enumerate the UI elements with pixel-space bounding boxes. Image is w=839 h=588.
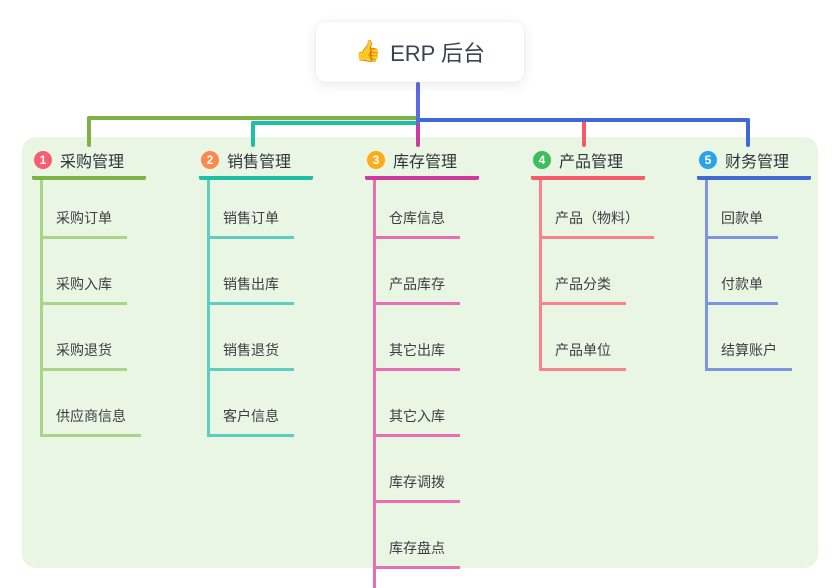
branch: 3 库存管理 仓库信息 产品库存 其它出库 其它入库 库存调拨 库存盘点 出库库… xyxy=(365,148,479,588)
child-node[interactable]: 销售退货 xyxy=(210,305,294,371)
branch-children: 仓库信息 产品库存 其它出库 其它入库 库存调拨 库存盘点 出库库明细 xyxy=(373,180,474,588)
branch-badge: 4 xyxy=(533,151,551,169)
branches-panel xyxy=(22,137,818,568)
child-label: 客户信息 xyxy=(223,408,279,424)
child-label: 销售退货 xyxy=(223,342,279,358)
child-label: 其它出库 xyxy=(389,342,445,358)
child-node[interactable]: 出库库明细 xyxy=(376,569,474,588)
branch-title-label: 库存管理 xyxy=(393,154,458,171)
child-node[interactable]: 库存盘点 xyxy=(376,503,460,569)
child-label: 采购入库 xyxy=(56,276,112,292)
child-label: 销售出库 xyxy=(223,276,279,292)
thumbs-up-icon: 👍 xyxy=(354,40,382,63)
branch-title[interactable]: 1 采购管理 xyxy=(32,148,146,180)
branch-children: 产品（物料） 产品分类 产品单位 xyxy=(539,180,654,371)
connector-purchase-horizontal xyxy=(87,116,420,120)
child-node[interactable]: 采购入库 xyxy=(43,239,127,305)
branch-badge: 3 xyxy=(367,151,385,169)
branch-badge: 1 xyxy=(34,151,52,169)
root-label: ERP 后台 xyxy=(390,41,486,66)
connector-finance-drop xyxy=(746,118,750,147)
child-label: 回款单 xyxy=(721,210,763,226)
branch-title-label: 财务管理 xyxy=(725,154,790,171)
child-node[interactable]: 采购退货 xyxy=(43,305,127,371)
branch-title-label: 产品管理 xyxy=(559,154,624,171)
connector-purchase-drop xyxy=(87,116,91,147)
branch-title-label: 采购管理 xyxy=(60,154,125,171)
connector-inventory-drop xyxy=(416,120,420,147)
child-label: 产品单位 xyxy=(555,342,611,358)
branch: 5 财务管理 回款单 付款单 结算账户 xyxy=(697,148,811,371)
child-node[interactable]: 仓库信息 xyxy=(376,180,460,239)
branch-title[interactable]: 5 财务管理 xyxy=(697,148,811,180)
child-node[interactable]: 付款单 xyxy=(708,239,778,305)
child-label: 销售订单 xyxy=(223,210,279,226)
child-label: 库存调拨 xyxy=(389,474,445,490)
branch-title-label: 销售管理 xyxy=(227,154,292,171)
child-label: 供应商信息 xyxy=(56,408,126,424)
child-node[interactable]: 产品库存 xyxy=(376,239,460,305)
child-node[interactable]: 回款单 xyxy=(708,180,778,239)
child-label: 库存盘点 xyxy=(389,540,445,556)
connector-sales-drop xyxy=(251,121,255,147)
root-node[interactable]: 👍 ERP 后台 xyxy=(316,22,524,82)
branch-title[interactable]: 2 销售管理 xyxy=(199,148,313,180)
connector-sales-horizontal xyxy=(251,121,420,125)
branch: 1 采购管理 采购订单 采购入库 采购退货 供应商信息 xyxy=(32,148,146,437)
child-node[interactable]: 供应商信息 xyxy=(43,371,141,437)
connector-finance-horizontal xyxy=(418,118,750,122)
branch-badge: 5 xyxy=(699,151,717,169)
child-label: 采购订单 xyxy=(56,210,112,226)
branch-title[interactable]: 4 产品管理 xyxy=(531,148,645,180)
child-label: 产品分类 xyxy=(555,276,611,292)
child-label: 结算账户 xyxy=(721,342,777,358)
branch: 4 产品管理 产品（物料） 产品分类 产品单位 xyxy=(531,148,654,371)
child-node[interactable]: 销售出库 xyxy=(210,239,294,305)
child-label: 仓库信息 xyxy=(389,210,445,226)
child-node[interactable]: 产品分类 xyxy=(542,239,626,305)
child-label: 付款单 xyxy=(721,276,763,292)
child-node[interactable]: 产品单位 xyxy=(542,305,626,371)
child-node[interactable]: 客户信息 xyxy=(210,371,294,437)
branch-title[interactable]: 3 库存管理 xyxy=(365,148,479,180)
branch-children: 销售订单 销售出库 销售退货 客户信息 xyxy=(207,180,294,437)
child-node[interactable]: 产品（物料） xyxy=(542,180,654,239)
child-node[interactable]: 销售订单 xyxy=(210,180,294,239)
child-node[interactable]: 采购订单 xyxy=(43,180,127,239)
branch: 2 销售管理 销售订单 销售出库 销售退货 客户信息 xyxy=(199,148,313,437)
branch-badge: 2 xyxy=(201,151,219,169)
child-label: 采购退货 xyxy=(56,342,112,358)
child-node[interactable]: 其它入库 xyxy=(376,371,460,437)
child-node[interactable]: 其它出库 xyxy=(376,305,460,371)
branch-children: 采购订单 采购入库 采购退货 供应商信息 xyxy=(40,180,141,437)
child-label: 产品（物料） xyxy=(555,210,639,226)
child-node[interactable]: 库存调拨 xyxy=(376,437,460,503)
connector-product-drop xyxy=(582,118,586,147)
child-label: 产品库存 xyxy=(389,276,445,292)
child-node[interactable]: 结算账户 xyxy=(708,305,792,371)
root-stem xyxy=(416,82,420,125)
child-label: 其它入库 xyxy=(389,408,445,424)
branch-children: 回款单 付款单 结算账户 xyxy=(705,180,792,371)
